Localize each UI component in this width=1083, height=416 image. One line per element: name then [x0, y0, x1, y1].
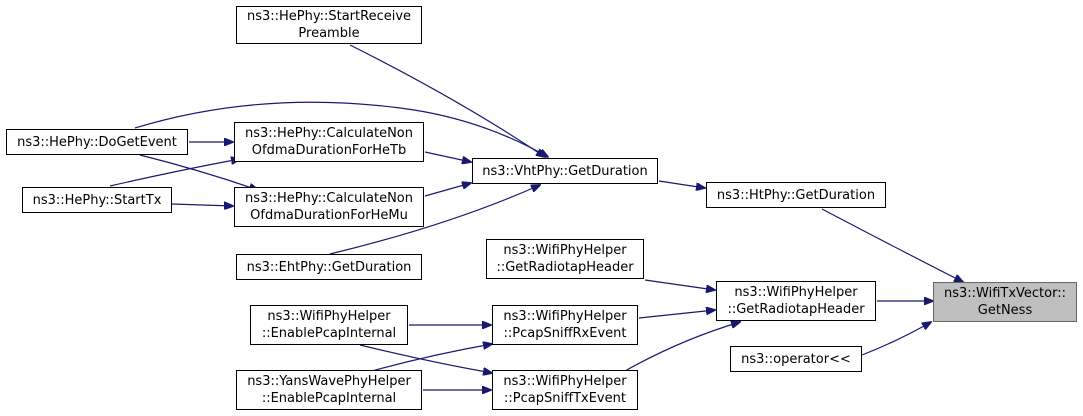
node-label: ns3::WifiPhyHelper [267, 309, 391, 324]
edge-radiotap-a-to-radiotap-b [644, 279, 715, 290]
edge-htphy-to-get-ness [821, 208, 963, 282]
node-label: ::PcapSniffRxEvent [503, 326, 627, 341]
node-wifiphyhelper-get-radiotap-header-a[interactable]: ns3::WifiPhyHelper ::GetRadiotapHeader [486, 239, 644, 279]
node-label: ns3::operator<< [741, 351, 851, 367]
node-label: ::EnablePcapInternal [261, 391, 397, 406]
node-label: ::PcapSniffTxEvent [504, 391, 626, 406]
edge-vhtphy-to-htphy [658, 180, 705, 188]
node-label: GetNess [977, 303, 1033, 318]
edge-he-tb-to-vhtphy [424, 151, 471, 162]
node-wifiphyhelper-enable-pcap-internal[interactable]: ns3::WifiPhyHelper ::EnablePcapInternal [250, 305, 408, 345]
node-hephy-do-get-event[interactable]: ns3::HePhy::DoGetEvent [6, 129, 188, 155]
node-label: ns3::HtPhy::GetDuration [716, 187, 876, 203]
node-label: ns3::HePhy::DoGetEvent [17, 134, 177, 150]
node-label: ns3::HePhy::CalculateNon [244, 191, 414, 206]
edge-eht-to-vhtphy [329, 185, 540, 255]
edge-rx-event-to-radiotap-b [638, 310, 715, 319]
node-operator-shift[interactable]: ns3::operator<< [730, 346, 862, 372]
node-label: ns3::WifiPhyHelper [734, 285, 858, 300]
node-htphy-get-duration[interactable]: ns3::HtPhy::GetDuration [706, 182, 886, 208]
node-label: ns3::WifiPhyHelper [503, 374, 627, 389]
node-yanswavephyhelper-enable-pcap-internal[interactable]: ns3::YansWavePhyHelper ::EnablePcapInter… [236, 370, 422, 410]
node-label: ns3::HePhy::CalculateNon [244, 126, 414, 141]
node-label: OfdmaDurationForHeMu [250, 208, 408, 223]
node-wifitxvector-get-ness: ns3::WifiTxVector:: GetNess [933, 282, 1077, 322]
edge-he-mu-to-vhtphy [424, 183, 471, 197]
node-label: ::GetRadiotapHeader [727, 302, 865, 317]
node-hephy-calculate-non-ofdma-duration-for-he-tb[interactable]: ns3::HePhy::CalculateNon OfdmaDurationFo… [234, 122, 424, 162]
node-label: ::GetRadiotapHeader [496, 260, 634, 275]
node-label: ns3::VhtPhy::GetDuration [482, 163, 648, 179]
node-label: ns3::HePhy::StartTx [32, 192, 162, 208]
edge-start-tx-to-he-tb [109, 159, 240, 187]
node-hephy-start-receive-preamble[interactable]: ns3::HePhy::StartReceive Preamble [236, 6, 422, 44]
edge-yans-pcap-to-rx-event [371, 344, 492, 372]
edge-start-tx-to-he-mu [171, 204, 233, 206]
node-label: ns3::EhtPhy::GetDuration [246, 259, 412, 275]
node-wifiphyhelper-get-radiotap-header-b[interactable]: ns3::WifiPhyHelper ::GetRadiotapHeader [716, 281, 876, 321]
node-hephy-start-tx[interactable]: ns3::HePhy::StartTx [22, 187, 172, 213]
node-label: Preamble [298, 26, 360, 41]
edge-do-get-event-to-vhtphy [134, 101, 548, 157]
node-label: ns3::HePhy::StartReceive [246, 9, 412, 24]
node-wifiphyhelper-pcap-sniff-tx-event[interactable]: ns3::WifiPhyHelper ::PcapSniffTxEvent [492, 370, 638, 410]
node-wifiphyhelper-pcap-sniff-rx-event[interactable]: ns3::WifiPhyHelper ::PcapSniffRxEvent [492, 305, 638, 345]
node-label: ns3::WifiPhyHelper [503, 243, 627, 258]
node-label: ::EnablePcapInternal [261, 326, 397, 341]
edge-wifi-pcap-to-tx-event [359, 344, 492, 373]
edge-operator-to-get-ness [861, 322, 931, 356]
node-label: ns3::WifiTxVector:: [943, 286, 1066, 301]
edge-do-get-event-to-he-mu [139, 154, 258, 190]
node-ehtphy-get-duration[interactable]: ns3::EhtPhy::GetDuration [236, 254, 422, 280]
node-label: OfdmaDurationForHeTb [251, 143, 407, 158]
node-hephy-calculate-non-ofdma-duration-for-he-mu[interactable]: ns3::HePhy::CalculateNon OfdmaDurationFo… [234, 187, 424, 227]
edge-preamble-to-vhtphy [349, 44, 545, 157]
node-label: ns3::YansWavePhyHelper [247, 374, 411, 389]
node-label: ns3::WifiPhyHelper [503, 309, 627, 324]
edge-tx-event-to-radiotap-b [624, 322, 740, 372]
node-vhtphy-get-duration[interactable]: ns3::VhtPhy::GetDuration [472, 158, 658, 184]
